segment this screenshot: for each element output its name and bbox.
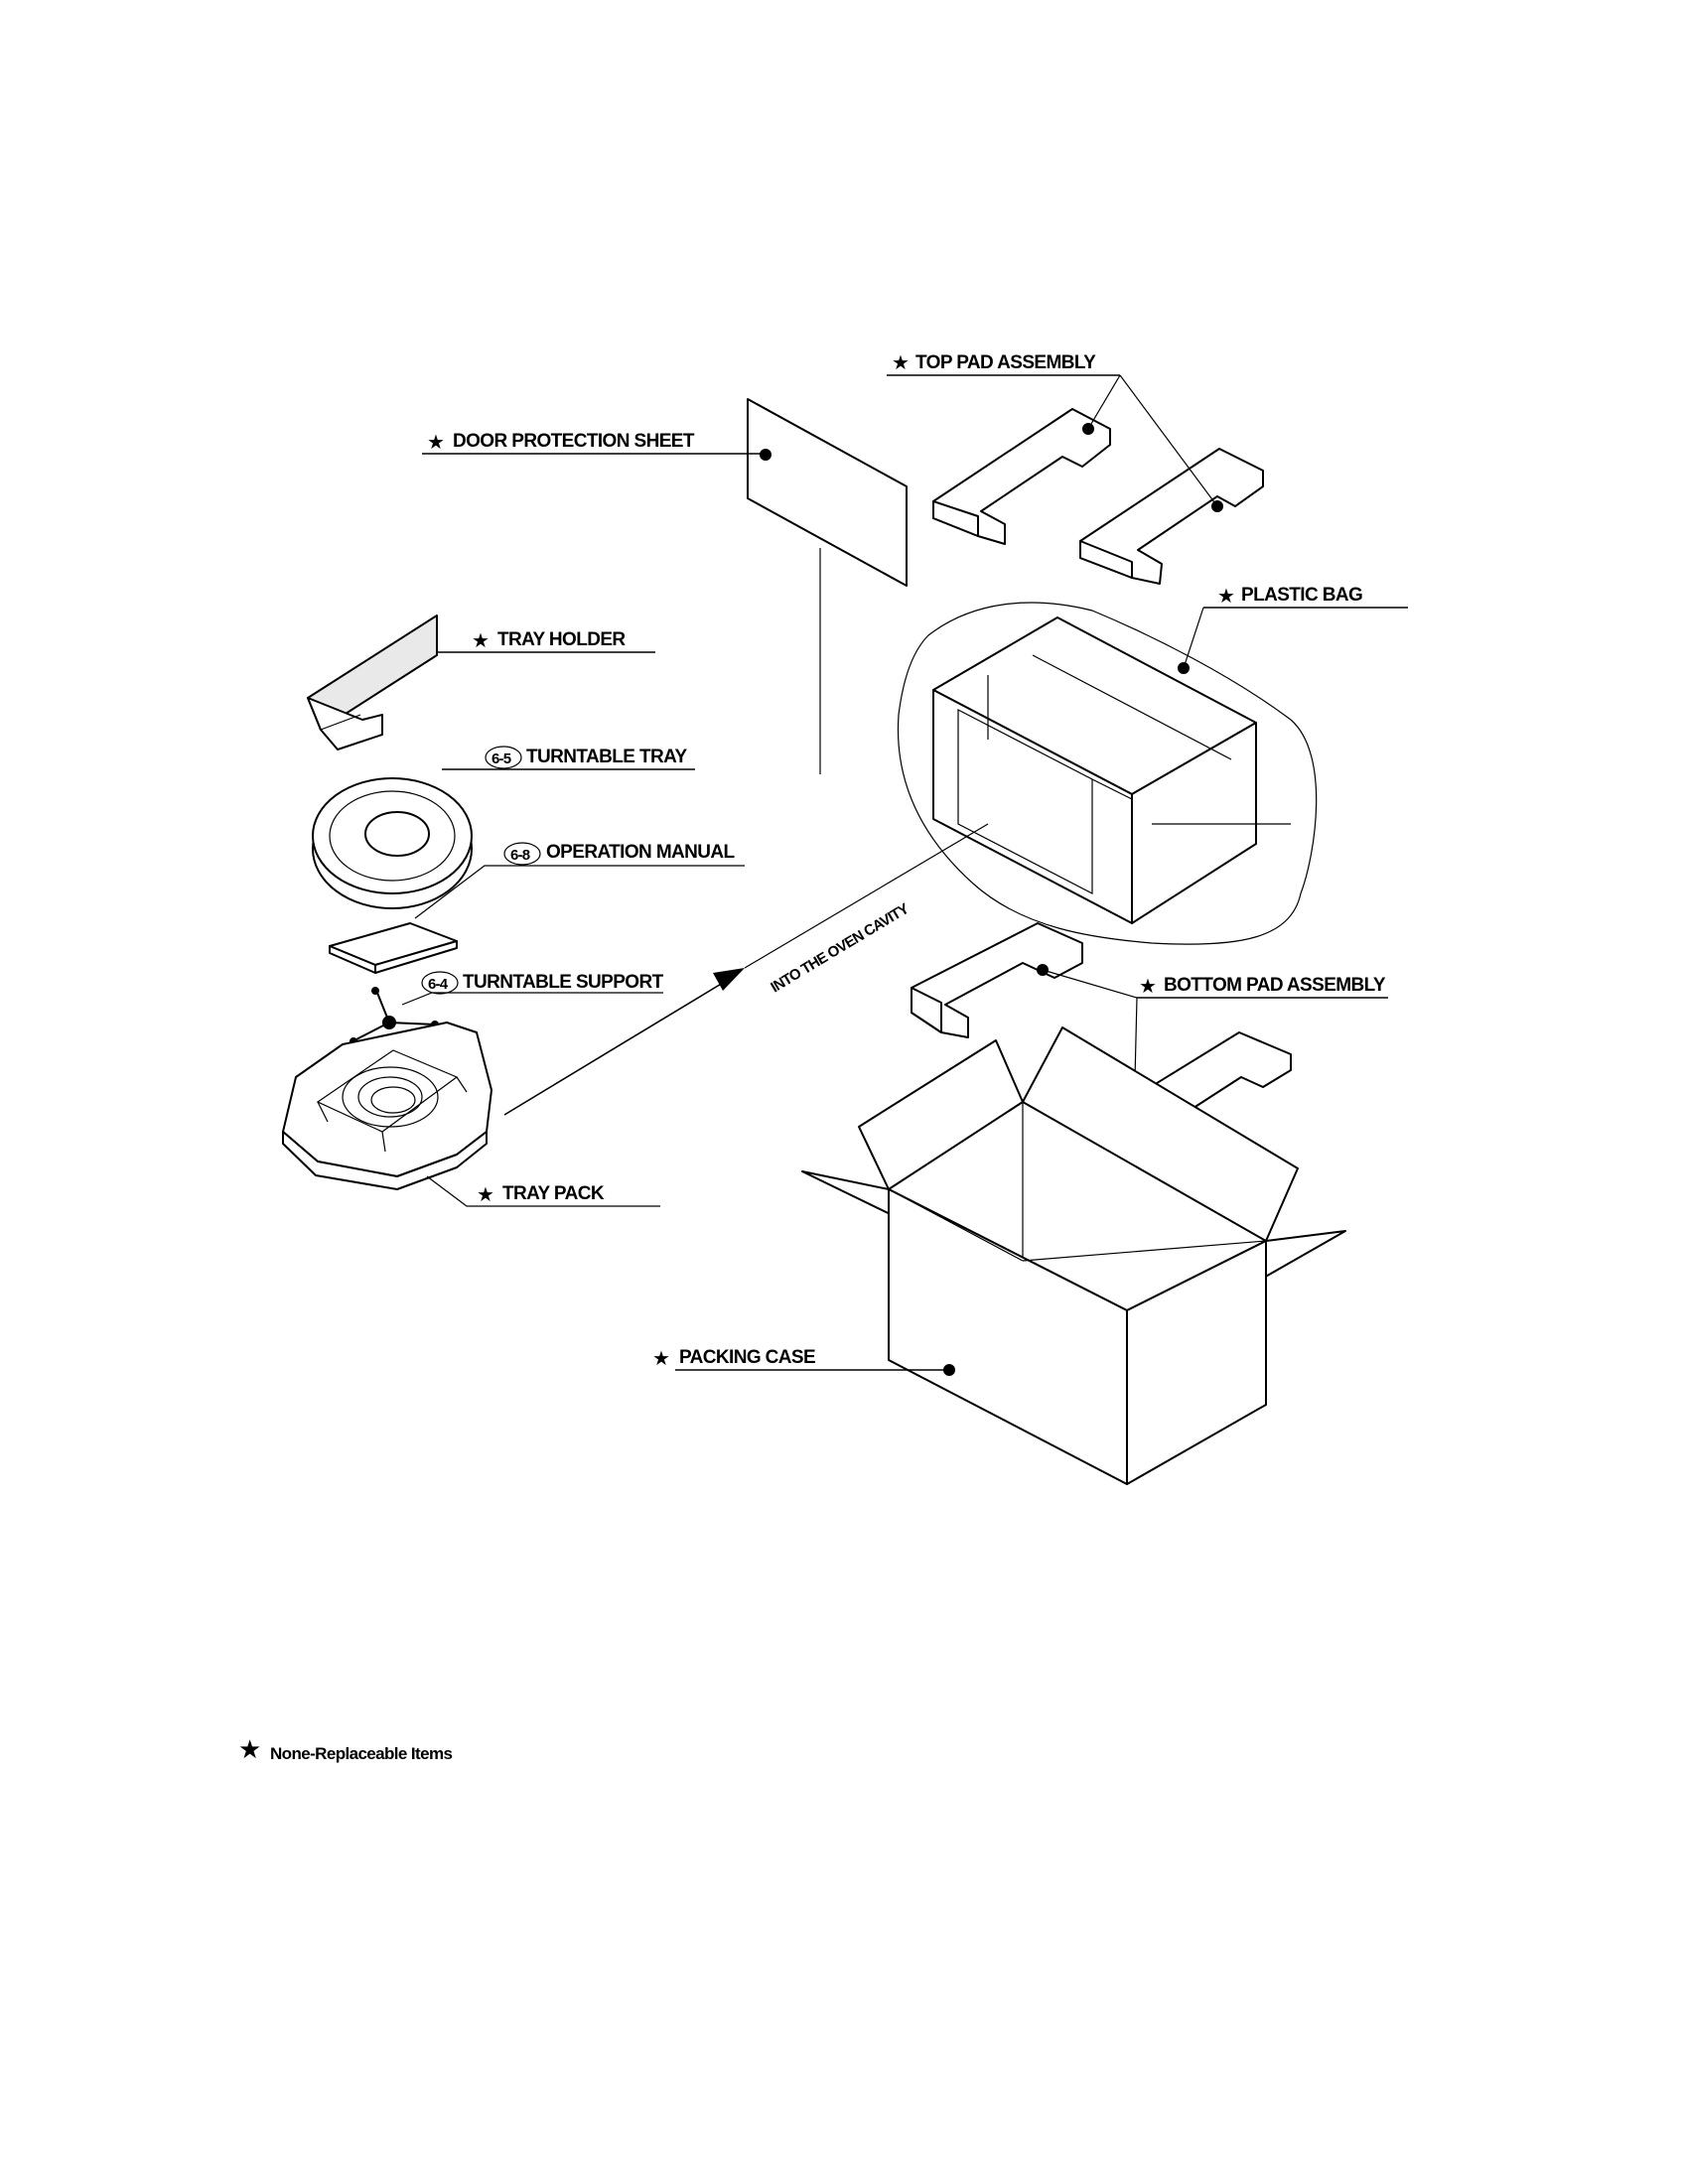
star-icon: ★ bbox=[238, 1735, 261, 1765]
star-icon: ★ bbox=[892, 350, 910, 374]
star-icon: ★ bbox=[477, 1182, 494, 1206]
svg-text:None-Replaceable Items: None-Replaceable Items bbox=[270, 1744, 452, 1763]
top-pad-label: ★ TOP PAD ASSEMBLY bbox=[892, 350, 1097, 374]
svg-text:TURNTABLE SUPPORT: TURNTABLE SUPPORT bbox=[463, 972, 664, 993]
svg-text:OPERATION MANUAL: OPERATION MANUAL bbox=[546, 842, 736, 863]
operation-manual-part bbox=[329, 922, 458, 974]
packing-case-part bbox=[801, 1026, 1346, 1485]
svg-text:BOTTOM PAD ASSEMBLY: BOTTOM PAD ASSEMBLY bbox=[1164, 975, 1386, 996]
star-icon: ★ bbox=[427, 430, 445, 454]
turntable-support-label: 6-4 TURNTABLE SUPPORT bbox=[421, 971, 664, 995]
door-sheet-label: ★ DOOR PROTECTION SHEET bbox=[427, 430, 695, 454]
top-pad-assembly-part bbox=[932, 408, 1264, 585]
legend: ★ None-Replaceable Items bbox=[238, 1735, 453, 1765]
plastic-bag-oven-part bbox=[897, 602, 1318, 945]
svg-text:TOP PAD ASSEMBLY: TOP PAD ASSEMBLY bbox=[915, 352, 1096, 373]
star-icon: ★ bbox=[1217, 584, 1235, 608]
svg-text:INTO THE OVEN CAVITY: INTO THE OVEN CAVITY bbox=[768, 900, 912, 997]
plastic-bag-label: ★ PLASTIC BAG bbox=[1217, 584, 1363, 608]
svg-text:DOOR PROTECTION SHEET: DOOR PROTECTION SHEET bbox=[453, 431, 695, 452]
tray-holder-part bbox=[307, 614, 438, 751]
turntable-tray-part bbox=[312, 777, 473, 909]
star-icon: ★ bbox=[472, 628, 490, 652]
tray-holder-label: ★ TRAY HOLDER bbox=[472, 628, 627, 652]
svg-text:TRAY HOLDER: TRAY HOLDER bbox=[497, 629, 626, 650]
svg-text:PACKING CASE: PACKING CASE bbox=[679, 1347, 815, 1368]
svg-text:PLASTIC BAG: PLASTIC BAG bbox=[1241, 585, 1362, 606]
svg-text:6-5: 6-5 bbox=[491, 751, 511, 767]
packing-case-label: ★ PACKING CASE bbox=[652, 1346, 816, 1370]
star-icon: ★ bbox=[1139, 974, 1157, 998]
turntable-tray-label: 6-5 TURNTABLE TRAY bbox=[485, 746, 688, 769]
svg-text:6-8: 6-8 bbox=[510, 847, 530, 864]
tray-pack-part bbox=[282, 1022, 492, 1190]
bottom-pad-label: ★ BOTTOM PAD ASSEMBLY bbox=[1139, 974, 1386, 998]
svg-text:TRAY PACK: TRAY PACK bbox=[502, 1183, 605, 1204]
tray-pack-label: ★ TRAY PACK bbox=[477, 1182, 605, 1206]
operation-manual-label: 6-8 OPERATION MANUAL bbox=[503, 842, 736, 866]
into-oven-arrow: INTO THE OVEN CAVITY bbox=[503, 823, 989, 1116]
svg-text:TURNTABLE TRAY: TURNTABLE TRAY bbox=[526, 747, 687, 767]
door-protection-sheet-part bbox=[747, 398, 908, 774]
star-icon: ★ bbox=[652, 1346, 670, 1370]
svg-text:6-4: 6-4 bbox=[428, 976, 449, 993]
